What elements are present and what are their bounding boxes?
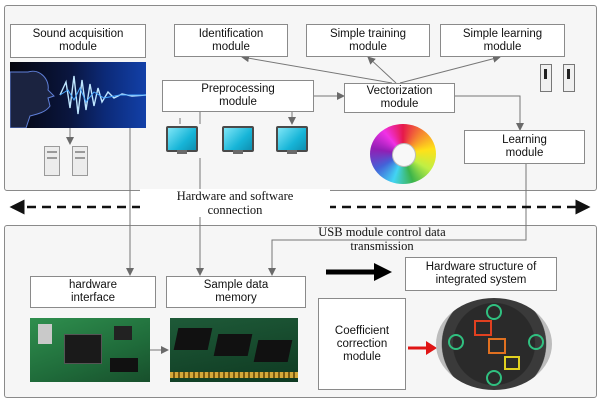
preprocessing-module: Preprocessing module bbox=[162, 80, 314, 112]
hardware-interface-module: hardware interface bbox=[30, 276, 156, 308]
round-pcb-image bbox=[436, 298, 552, 390]
memory-module bbox=[213, 334, 253, 356]
simple-learning-module: Simple learning module bbox=[440, 24, 565, 57]
hardware-software-connection-caption: Hardware and software connection bbox=[140, 189, 330, 217]
pcb-ring bbox=[448, 334, 464, 350]
stereo-speaker-icon bbox=[563, 64, 575, 92]
circuit-board-image bbox=[30, 318, 150, 382]
server-tower-icon bbox=[44, 146, 60, 176]
arrow-vector-to-learning bbox=[455, 95, 524, 131]
stereo-speaker-icon bbox=[540, 64, 552, 92]
pcb-highlight bbox=[474, 320, 492, 336]
hardware-structure-module: Hardware structure of integrated system bbox=[405, 257, 557, 291]
waveform-graphic bbox=[10, 70, 146, 128]
identification-module: Identification module bbox=[174, 24, 288, 57]
voice-waveform-image bbox=[10, 62, 146, 128]
computer-monitor-icon bbox=[222, 126, 254, 154]
board-chip bbox=[38, 324, 52, 344]
board-chip bbox=[110, 358, 138, 372]
board-chip bbox=[64, 334, 102, 364]
red-arrow-head bbox=[426, 341, 437, 355]
computer-monitor-icon bbox=[276, 126, 308, 154]
pcb-ring bbox=[486, 304, 502, 320]
simple-training-module: Simple training module bbox=[306, 24, 430, 57]
pcb-highlight bbox=[504, 356, 520, 370]
usb-transmission-caption: USB module control data transmission bbox=[318, 225, 446, 253]
color-wheel-center bbox=[392, 143, 416, 167]
arrow-vector-to-learning-top bbox=[399, 54, 501, 84]
computer-monitor-icon bbox=[166, 126, 198, 154]
color-wheel-image bbox=[370, 124, 436, 184]
memory-gold-contacts bbox=[170, 372, 298, 378]
pcb-highlight bbox=[488, 338, 506, 354]
memory-module bbox=[173, 328, 213, 350]
thick-black-arrow-head bbox=[374, 263, 392, 281]
pcb-ring bbox=[528, 334, 544, 350]
arrow-vector-to-identification bbox=[241, 54, 393, 84]
learning-module: Learning module bbox=[464, 130, 585, 164]
sample-data-memory-module: Sample data memory bbox=[166, 276, 306, 308]
coefficient-correction-module: Coefficient correction module bbox=[318, 298, 406, 390]
pcb-ring bbox=[486, 370, 502, 386]
sound-acquisition-module: Sound acquisition module bbox=[10, 24, 146, 58]
board-chip bbox=[114, 326, 132, 340]
vectorization-module: Vectorization module bbox=[344, 83, 455, 113]
arrow-vector-to-training bbox=[367, 56, 397, 84]
memory-module bbox=[253, 340, 293, 362]
memory-chip-image bbox=[170, 318, 298, 382]
server-tower-icon bbox=[72, 146, 88, 176]
